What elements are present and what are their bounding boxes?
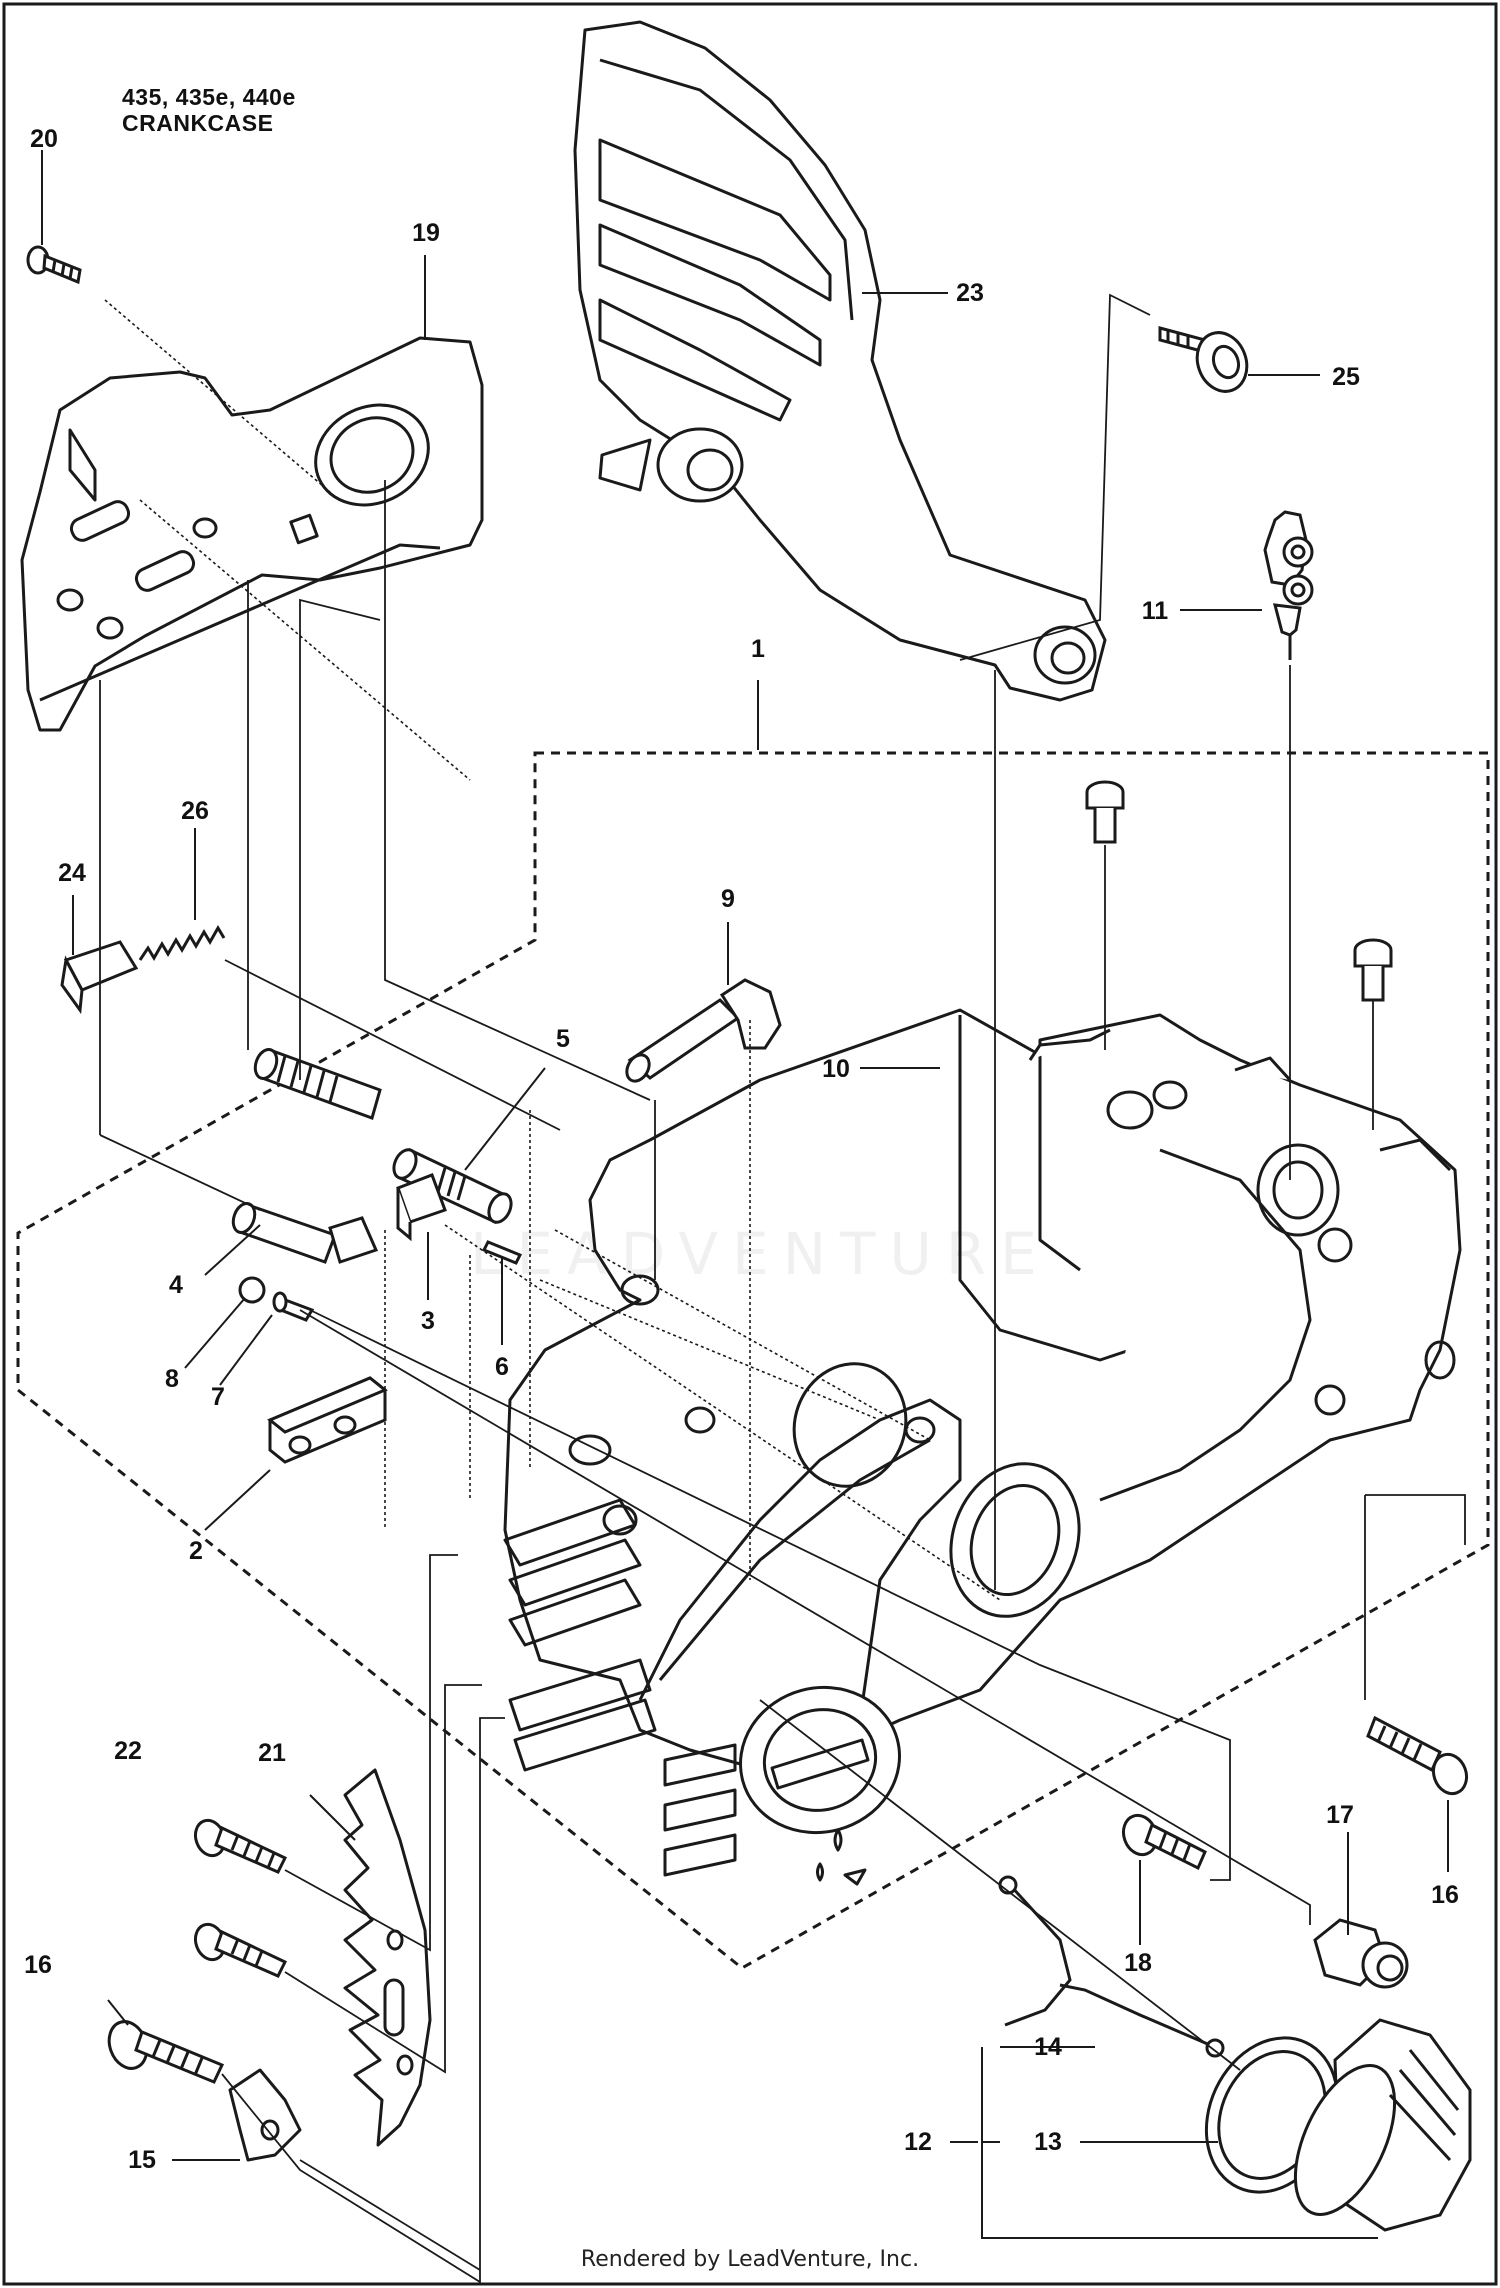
leader-lines — [41, 150, 1449, 2239]
screw-part-16-lower — [107, 2020, 225, 2084]
callout-11[interactable]: 11 — [1141, 597, 1169, 625]
callout-24[interactable]: 24 — [58, 859, 86, 887]
bolt-top-a — [1085, 780, 1125, 844]
stop-part-24 — [60, 940, 139, 1015]
callout-25[interactable]: 25 — [1332, 363, 1360, 391]
callout-13[interactable]: 13 — [1034, 2128, 1062, 2156]
callout-14[interactable]: 14 — [1034, 2033, 1062, 2061]
callout-5[interactable]: 5 — [556, 1025, 570, 1053]
callout-23[interactable]: 23 — [956, 279, 984, 307]
callout-9[interactable]: 9 — [721, 885, 735, 913]
callout-3[interactable]: 3 — [421, 1307, 435, 1335]
plug-part-17 — [1313, 1918, 1409, 1989]
callout-10[interactable]: 10 — [822, 1055, 850, 1083]
fuel-cap-part-12 — [1293, 2018, 1472, 2232]
callout-21[interactable]: 21 — [258, 1739, 286, 1767]
callout-20[interactable]: 20 — [30, 125, 58, 153]
screw-part-20 — [26, 245, 82, 285]
callout-4[interactable]: 4 — [169, 1271, 183, 1299]
pin-part-6 — [481, 1240, 523, 1265]
crankcase-assembly-boundary — [16, 751, 1490, 1970]
callout-2[interactable]: 2 — [189, 1537, 203, 1565]
spring-part-26 — [138, 925, 226, 961]
projection-lines — [104, 299, 1001, 1601]
screw-part-7 — [272, 1291, 315, 1322]
section-title: CRANKCASE — [122, 110, 274, 136]
hand-guard-part-23 — [573, 20, 1107, 702]
callout-15[interactable]: 15 — [128, 2146, 156, 2174]
screw-part-22 — [193, 1818, 288, 1874]
bumper-spike-part-21 — [343, 1768, 432, 2147]
nut-part-3 — [396, 1173, 447, 1242]
callout-16-left[interactable]: 16 — [24, 1951, 52, 1979]
screw-part-16-right — [1366, 1715, 1469, 1796]
callout-16-right[interactable]: 16 — [1431, 1881, 1459, 1909]
callout-18[interactable]: 18 — [1124, 1949, 1152, 1977]
callout-22[interactable]: 22 — [114, 1737, 142, 1765]
footer-credit: Rendered by LeadVenture, Inc. — [580, 2247, 920, 2272]
retainer-part-14 — [998, 1875, 1225, 2058]
callout-19[interactable]: 19 — [412, 219, 440, 247]
assembly-lines — [99, 293, 1466, 2284]
crankcase-body — [503, 1008, 1462, 1886]
clip-part-11 — [1263, 510, 1314, 660]
pin-part-4 — [231, 1201, 379, 1264]
screw-part-18 — [1121, 1813, 1207, 1871]
callout-7[interactable]: 7 — [211, 1383, 225, 1411]
tube-part-9 — [625, 978, 782, 1083]
cover-plate-part-19 — [20, 336, 484, 732]
pin-part-5 — [392, 1147, 513, 1225]
callout-6[interactable]: 6 — [495, 1353, 509, 1381]
guard-screw-part-25 — [1158, 326, 1249, 393]
callout-17[interactable]: 17 — [1326, 1801, 1354, 1829]
models-title: 435, 435e, 440e — [122, 84, 296, 110]
callout-26[interactable]: 26 — [181, 797, 209, 825]
watermark-text: LEADVENTURE — [470, 1220, 1051, 1288]
screw-lower-b — [193, 1922, 288, 1978]
callout-1[interactable]: 1 — [751, 635, 765, 663]
plug-part-8 — [238, 1276, 266, 1304]
stud-threaded — [253, 1047, 382, 1120]
callout-8[interactable]: 8 — [165, 1365, 179, 1393]
callout-12[interactable]: 12 — [904, 2128, 932, 2156]
bolt-top-b — [1353, 938, 1393, 1002]
block-part-2 — [267, 1376, 388, 1464]
plate-part-15 — [228, 2068, 302, 2162]
